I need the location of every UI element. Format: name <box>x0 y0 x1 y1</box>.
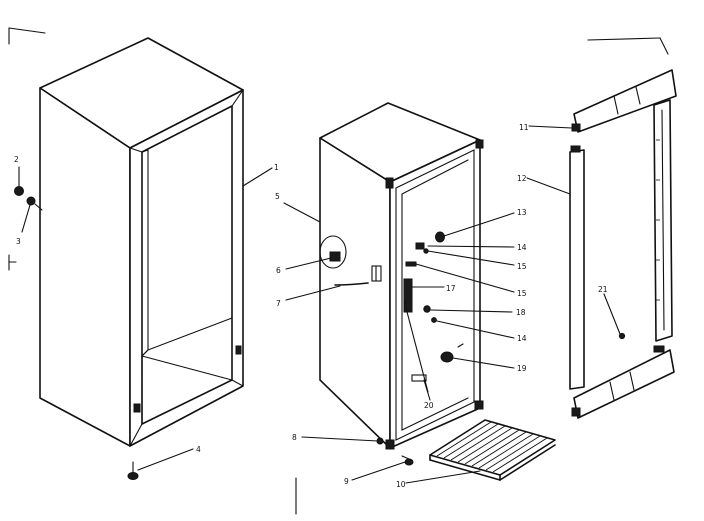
callout-6: 6 <box>276 266 281 275</box>
callout-1: 1 <box>274 163 279 172</box>
left-margin-marks <box>8 27 46 271</box>
callout-15-a: 15 <box>517 262 527 271</box>
screw-parts <box>14 166 43 233</box>
callout-14-upper: 14 <box>517 243 527 252</box>
bottom-breaker-strip <box>571 345 675 419</box>
callout-9: 9 <box>344 477 349 486</box>
leveling-leg <box>127 461 139 480</box>
callout-2: 2 <box>14 155 19 164</box>
callout-20: 20 <box>424 401 434 410</box>
callout-8: 8 <box>292 433 297 442</box>
callout-17: 17 <box>446 284 456 293</box>
inner-liner <box>319 102 484 450</box>
callout-12: 12 <box>517 174 527 183</box>
callout-11: 11 <box>519 123 529 132</box>
callout-18: 18 <box>516 308 526 317</box>
screw-part-21 <box>618 332 626 340</box>
callout-15-b: 15 <box>517 289 527 298</box>
base-grille <box>429 419 556 481</box>
callout-10: 10 <box>396 480 406 489</box>
cabinet-shell <box>39 37 244 447</box>
callout-5: 5 <box>275 192 280 201</box>
leg-part-9 <box>401 455 414 466</box>
callout-4: 4 <box>196 445 201 454</box>
callout-13: 13 <box>517 208 527 217</box>
left-breaker-strip <box>569 145 585 390</box>
callout-21: 21 <box>598 285 608 294</box>
top-breaker-strip <box>571 37 677 133</box>
callout-labels: 1 2 3 4 5 6 7 8 9 10 11 12 13 14 15 15 1… <box>14 123 608 489</box>
leader-lines <box>137 125 621 484</box>
control-hardware <box>376 231 464 445</box>
callout-19: 19 <box>517 364 527 373</box>
callout-7: 7 <box>276 299 281 308</box>
callout-3: 3 <box>16 237 21 246</box>
callout-14-lower: 14 <box>517 334 527 343</box>
right-breaker-strip <box>653 99 673 342</box>
